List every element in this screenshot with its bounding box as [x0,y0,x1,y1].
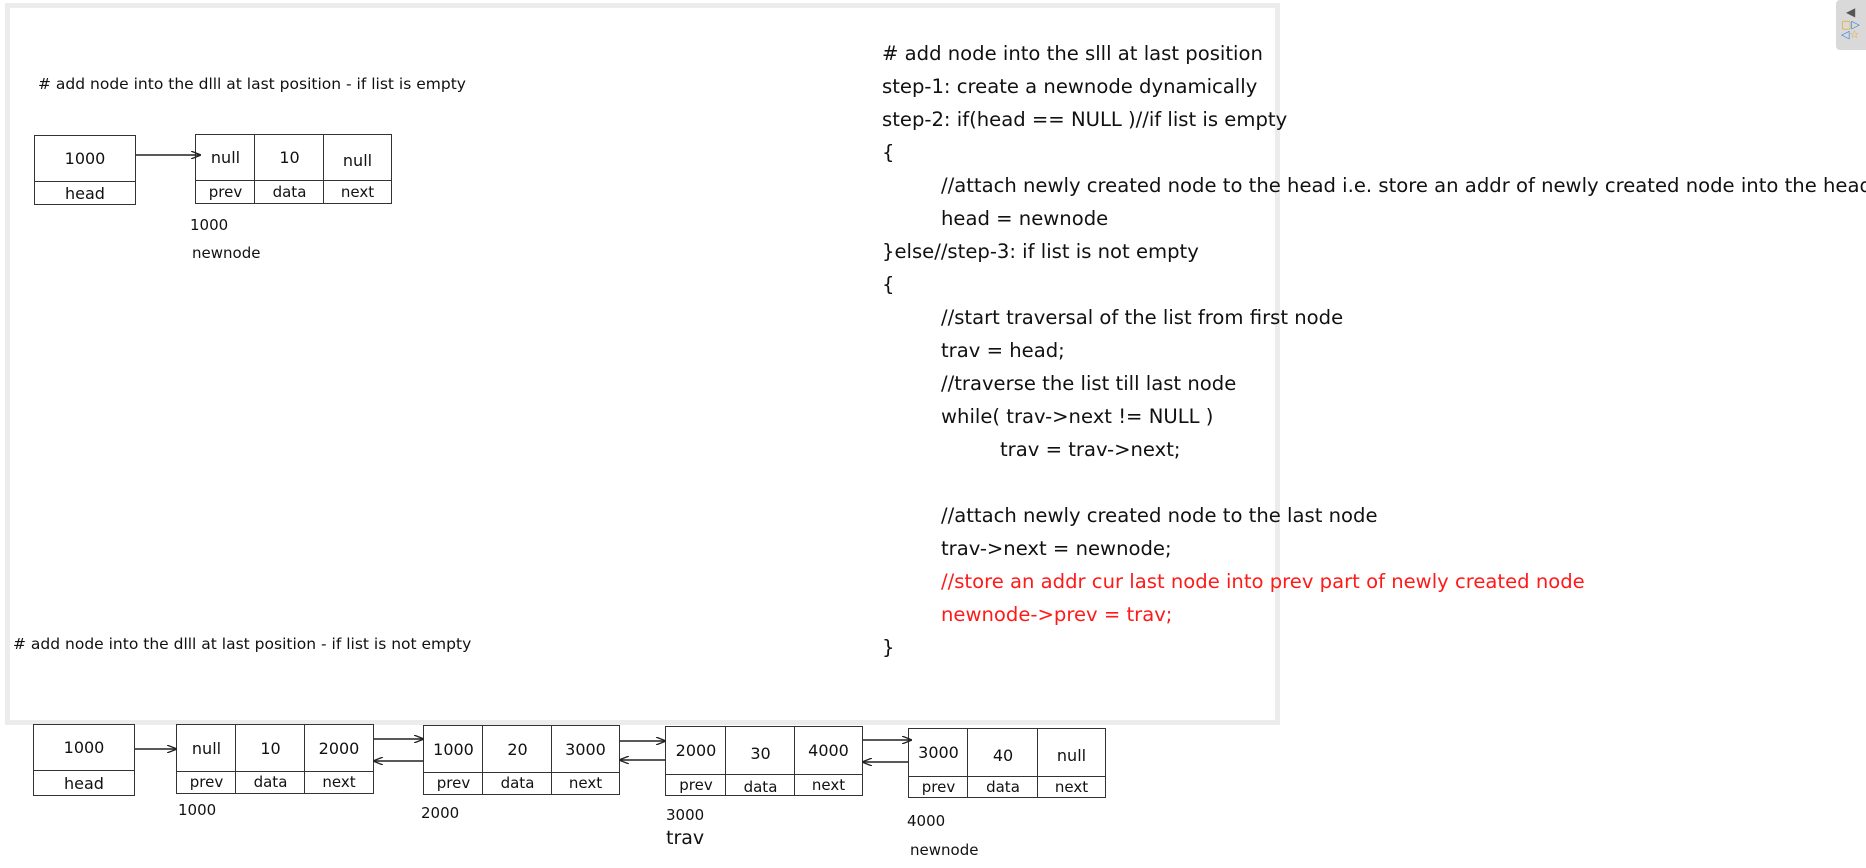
node-address: 4000 [907,812,946,830]
code-line: trav->next = newnode; [941,537,1172,560]
node-next-value: null [342,151,373,170]
node-prev-label: prev [921,777,956,796]
code-line: while( trav->next != NULL ) [941,405,1214,428]
node-address: 2000 [421,804,460,822]
node-data-label: data [743,777,778,796]
head-box-nonempty: 1000 head [33,724,135,796]
head-value: 1000 [35,136,135,182]
node-data-value: 20 [507,739,528,759]
node-prev-label: prev [436,774,471,792]
whiteboard-page [5,3,1280,725]
node-data-label: data [986,777,1020,796]
code-line: head = newnode [941,207,1109,230]
node-next-value: 4000 [808,741,849,760]
shapes-icon[interactable]: ▢▷◁☆ [1841,18,1860,41]
code-line: //attach newly created node to the head … [941,174,1866,197]
code-line: { [882,141,895,164]
node-next-label: next [811,775,846,794]
node-data-value: 10 [260,738,281,758]
newnode-label: newnode [192,244,261,262]
node-address: 1000 [178,801,217,819]
node-next-value: null [1056,746,1087,765]
node-prev-value: 2000 [675,741,717,760]
head-label: head [65,183,105,203]
code-line: } [882,636,895,659]
code-line: # add node into the slll at last positio… [882,42,1263,65]
list-node: 3000 40 null prev data next [908,728,1106,798]
code-line: step-1: create a newnode dynamically [882,75,1258,98]
node-next-value: 3000 [565,739,606,759]
node-data-value: 10 [279,148,300,167]
code-line: }else//step-3: if list is not empty [882,240,1199,263]
code-line: //store an addr cur last node into prev … [941,570,1585,593]
code-line: { [882,273,895,296]
newnode-label: newnode [910,841,979,859]
node-next-value: 2000 [318,738,360,758]
code-line: newnode->prev = trav; [941,603,1173,626]
node-next-label: next [568,774,603,792]
node-prev-value: 1000 [433,739,474,759]
node-next-label: next [322,773,356,791]
node-address: 3000 [666,806,705,824]
node-next-label: next [1054,777,1089,796]
node-prev-label: prev [189,773,224,791]
node-prev-value: null [191,738,222,758]
collapse-triangle-icon[interactable]: ◀ [1846,5,1856,19]
node-prev-value: null [210,148,241,167]
node-data-label: data [500,774,535,792]
toolbar-widget[interactable]: ◀ ▢▷◁☆ [1836,0,1866,50]
empty-list-title: # add node into the dlll at last positio… [38,75,466,93]
head-label: head [64,773,104,793]
newnode-box-empty: null 10 null prev data next [195,134,392,204]
code-line: trav = trav->next; [1000,438,1181,461]
node-prev-value: 3000 [918,743,959,762]
list-node: 1000 20 3000 prev data next [423,725,620,795]
code-line: step-2: if(head == NULL )//if list is em… [882,108,1288,131]
node-data-label: data [253,773,288,791]
nonempty-list-title: # add node into the dlll at last positio… [13,635,472,653]
head-box-empty: 1000 head [34,135,136,205]
node-data-value: 40 [992,746,1014,765]
code-line: //traverse the list till last node [941,372,1237,395]
code-line: //attach newly created node to the last … [941,504,1378,527]
list-node: 2000 30 4000 prev data next [665,726,863,796]
code-line: //start traversal of the list from first… [941,306,1344,329]
node-data-value: 30 [750,744,771,763]
head-value: 1000 [34,725,134,771]
code-line: trav = head; [941,339,1065,362]
newnode-address: 1000 [190,216,229,234]
node-prev-label: prev [679,775,713,794]
node-next-label: next [340,182,375,201]
node-prev-label: prev [208,182,243,201]
trav-label: trav [666,827,705,849]
node-data-label: data [272,182,307,201]
